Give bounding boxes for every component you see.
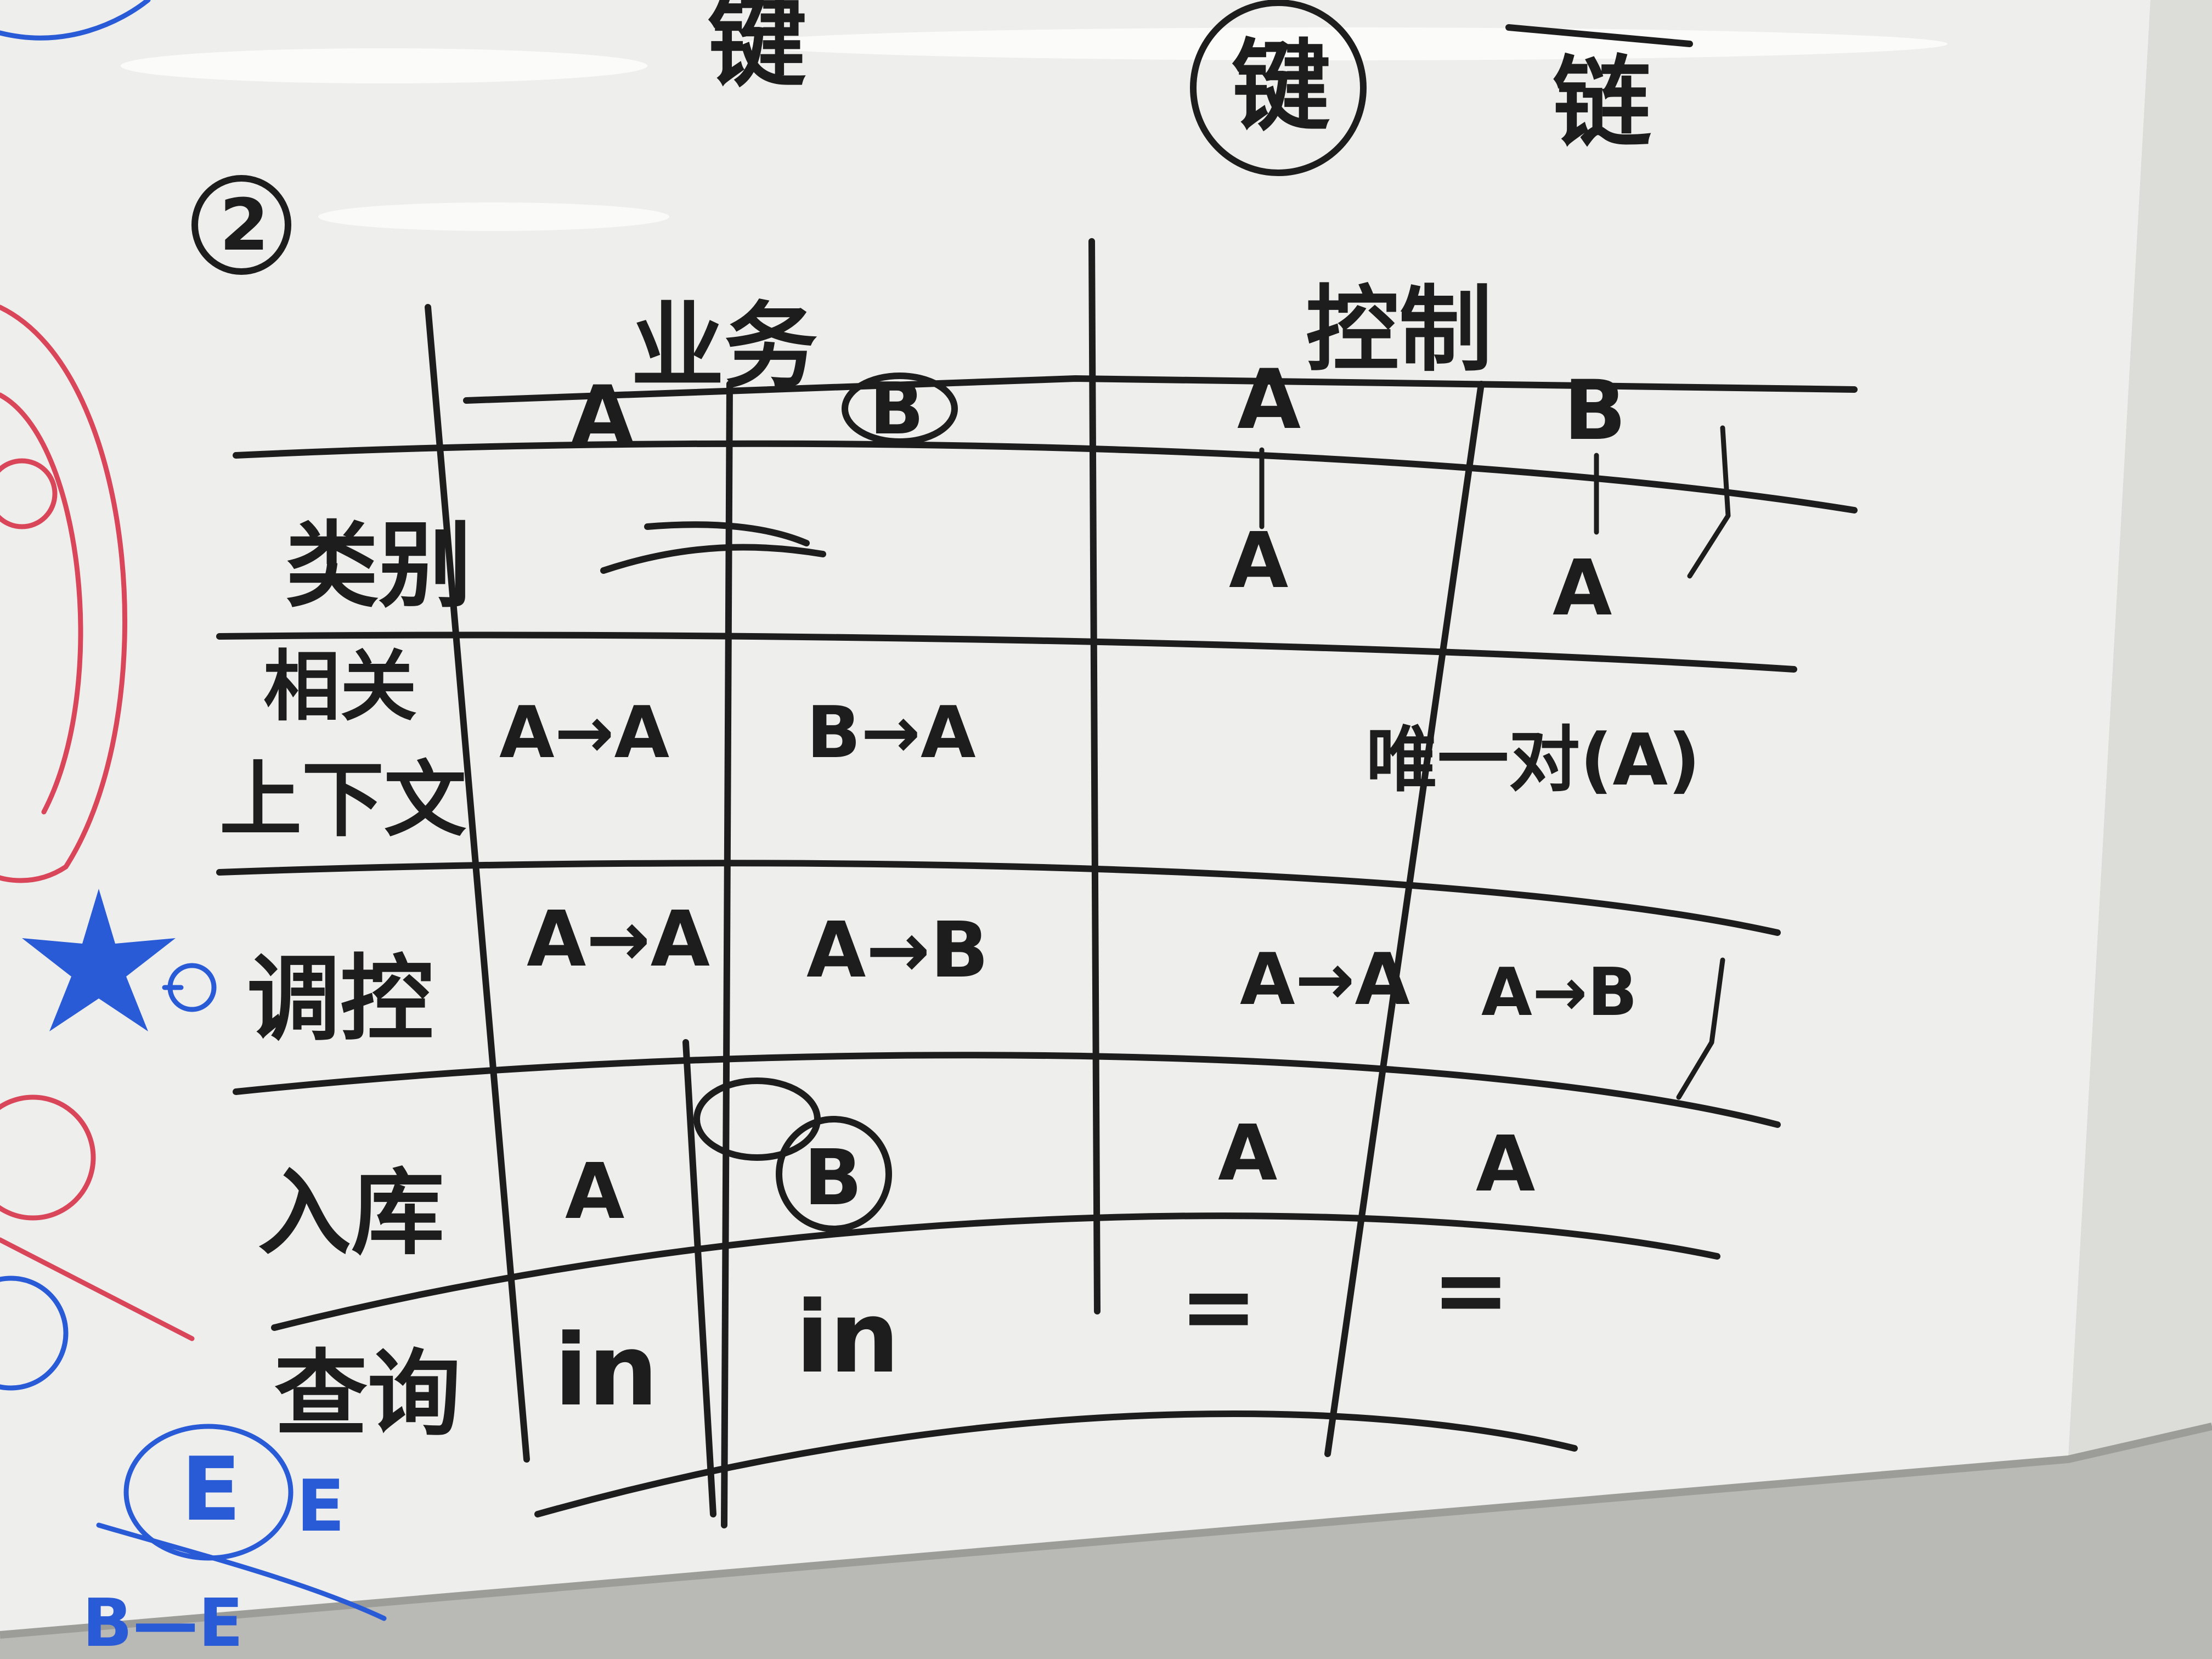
- row-storage-circle: [776, 1116, 892, 1232]
- top-fragment-right: 链: [1553, 46, 1651, 161]
- left-margin-blue-drawing: [0, 0, 387, 1621]
- row-query-cell-3: =: [1180, 1252, 1257, 1361]
- group-header-business: 业务: [631, 292, 817, 401]
- left-margin-letter-tail: E: [296, 1464, 345, 1548]
- grid-h-sub: [233, 440, 1858, 514]
- row-storage-cell-4: A: [1476, 1120, 1535, 1209]
- board-edge: [2068, 0, 2212, 1459]
- grid-h-row1: [216, 631, 1797, 673]
- sub-header-business-a: A: [571, 369, 634, 464]
- grid-h-row5: [534, 1410, 1578, 1517]
- group-header-control: 控制: [1306, 276, 1492, 385]
- sub-header-control-b: B: [1564, 363, 1626, 459]
- circle-icon: [167, 963, 217, 1012]
- row-storage-cell-2: B: [804, 1133, 862, 1223]
- sub-header-control-b-bottom: A: [1553, 544, 1612, 633]
- row-regulation-cell-3: A→A: [1240, 938, 1410, 1021]
- row-regulation-cell-1: A→A: [527, 895, 710, 984]
- row-category-dash-1: [644, 521, 810, 546]
- grid-h-row2: [216, 860, 1781, 936]
- left-margin-bottom-text: B—E: [82, 1585, 243, 1659]
- row-context-cell-2: B→A: [806, 691, 976, 774]
- sub-header-business-b: B: [870, 367, 924, 450]
- row-query-cell-1: in: [554, 1313, 658, 1428]
- row-label-storage: 入库: [258, 1159, 444, 1268]
- left-margin-letter-circled: E: [181, 1438, 241, 1541]
- row-regulation-cell-2: A→B: [806, 906, 989, 995]
- sub-header-control-mark: [1687, 425, 1731, 579]
- row-label-query: 查询: [274, 1340, 461, 1449]
- row-query-cell-2: in: [795, 1280, 900, 1395]
- grid-v-business: [721, 381, 733, 1528]
- sub-header-circle: [842, 373, 958, 445]
- sub-header-control-a: A: [1237, 352, 1301, 448]
- row-context-cell-3: 唯一对(A): [1366, 718, 1700, 802]
- section-marker: 2: [219, 183, 269, 267]
- grid-v-control: [1324, 381, 1485, 1457]
- sub-header-control-a-bottom: A: [1229, 516, 1288, 606]
- whiteboard-surface: [0, 0, 2151, 1635]
- row-storage-cell-1: A: [565, 1147, 624, 1237]
- left-margin-red-drawing: [0, 304, 195, 1341]
- top-fragment-stroke: [1505, 24, 1693, 47]
- top-fragment-circled: 键: [1232, 30, 1330, 144]
- grid-v-label: [425, 304, 530, 1463]
- table-grid: [216, 238, 1858, 1528]
- row-category-dash-2: [600, 544, 826, 574]
- row-label-context-top: 相关: [263, 642, 417, 732]
- row-label-category: 类别: [285, 512, 472, 620]
- grid-v-business-low: [682, 1039, 716, 1517]
- grid-h-group: [463, 375, 1858, 404]
- row-regulation-mark: [1676, 957, 1725, 1100]
- grid-h-row4: [271, 1212, 1720, 1331]
- board-frame-bottom: [0, 1423, 2212, 1639]
- top-fragment-circle: [1190, 0, 1367, 176]
- section-marker-circle: [191, 175, 291, 275]
- glare-highlights: [121, 27, 1948, 231]
- row-query-cell-4: =: [1432, 1236, 1510, 1345]
- row-storage-cell-3: A: [1218, 1109, 1277, 1198]
- top-fragment-left: 键: [708, 0, 806, 100]
- grid-h-row3: [233, 1052, 1781, 1128]
- row-regulation-cell-4: A→B: [1481, 955, 1638, 1031]
- grid-v-main: [1088, 238, 1101, 1314]
- star-icon: [22, 889, 176, 1031]
- row-label-regulation: 调控: [247, 945, 433, 1054]
- row-label-context-bottom: 上下文: [219, 753, 466, 848]
- row-context-cell-1: A→A: [499, 691, 669, 774]
